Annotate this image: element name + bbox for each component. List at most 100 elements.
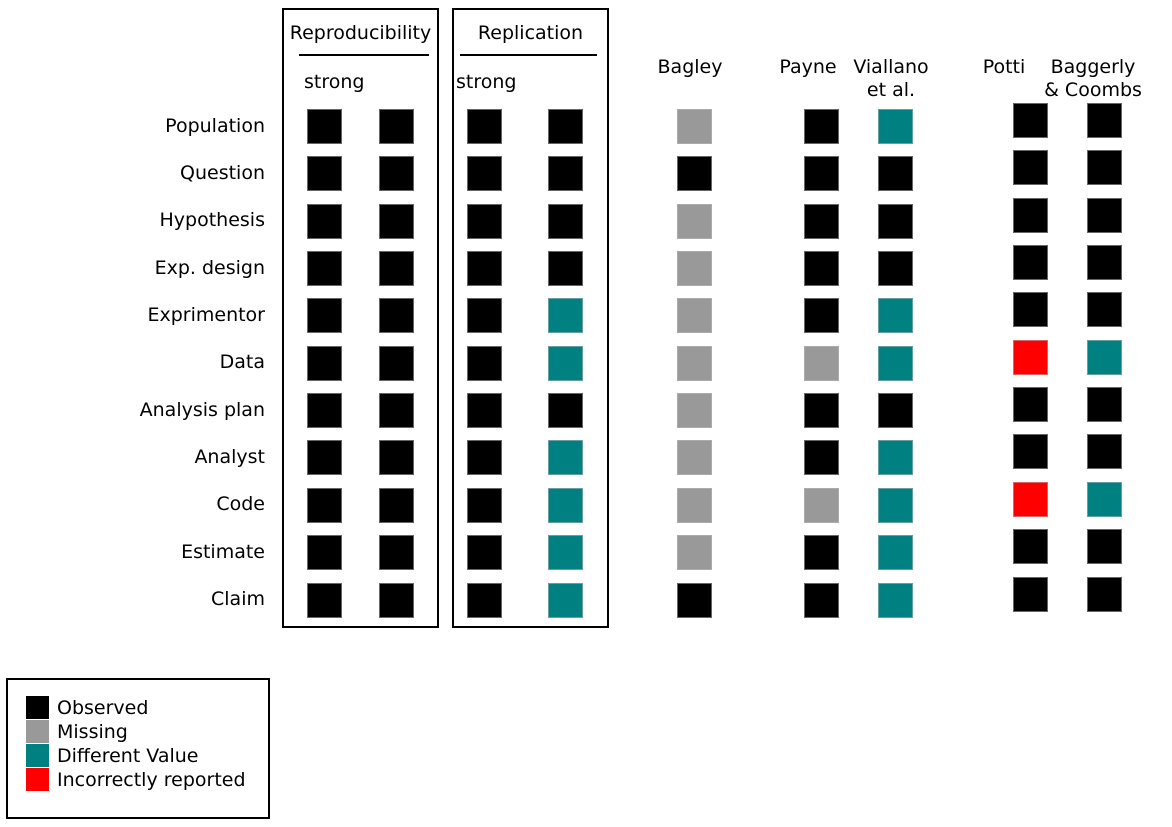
matrix-cell — [676, 203, 712, 239]
matrix-cell — [307, 487, 342, 523]
matrix-cell — [803, 109, 839, 144]
row-label: Data — [219, 351, 265, 374]
matrix-cell — [467, 582, 502, 618]
reproducibility-box: Reproducibility strong — [282, 8, 439, 628]
matrix-cell — [676, 251, 712, 287]
column-header-line: Baggerly — [1050, 56, 1136, 78]
matrix-cell — [307, 582, 342, 618]
matrix-cell — [1086, 481, 1122, 517]
matrix-cell — [803, 156, 839, 192]
row-label: Claim — [211, 587, 265, 610]
legend-swatch — [26, 768, 49, 791]
row-label: Population — [165, 114, 265, 137]
matrix-cell — [548, 393, 583, 429]
matrix-cell — [307, 156, 342, 192]
matrix-cell — [307, 203, 342, 239]
column-header-bagley: Bagley — [658, 56, 723, 79]
matrix-cell — [1013, 292, 1048, 328]
matrix-cell — [307, 251, 342, 287]
matrix-cell — [379, 440, 414, 476]
matrix-cell — [676, 109, 712, 144]
matrix-cell — [379, 156, 414, 192]
matrix-cell — [1013, 103, 1048, 138]
group-title: Reproducibility — [289, 22, 432, 44]
legend-label: Incorrectly reported — [57, 768, 246, 791]
matrix-cell — [676, 345, 712, 381]
matrix-cell — [803, 251, 839, 287]
group-strength-label: strong — [456, 71, 517, 93]
matrix-cell — [877, 109, 913, 144]
matrix-cell — [548, 298, 583, 334]
row-label: Exp. design — [154, 256, 265, 279]
legend-swatch — [26, 720, 49, 743]
matrix-cell — [676, 298, 712, 334]
matrix-cell — [803, 393, 839, 429]
matrix-cell — [1013, 529, 1048, 565]
matrix-cell — [1086, 150, 1122, 186]
column-header-potti: Potti — [983, 56, 1026, 79]
matrix-cell — [1086, 245, 1122, 281]
group-strength-label: strong — [304, 71, 365, 93]
matrix-cell — [803, 298, 839, 334]
row-label: Exprimentor — [147, 303, 265, 326]
matrix-cell — [877, 156, 913, 192]
legend-swatch — [26, 696, 49, 719]
matrix-cell — [1013, 387, 1048, 423]
matrix-cell — [467, 345, 502, 381]
matrix-cell — [1013, 197, 1048, 233]
matrix-cell — [467, 487, 502, 523]
matrix-cell — [1086, 292, 1122, 328]
matrix-cell — [307, 345, 342, 381]
matrix-cell — [803, 487, 839, 523]
matrix-cell — [803, 582, 839, 618]
matrix-cell — [1013, 245, 1048, 281]
matrix-cell — [1013, 434, 1048, 470]
matrix-cell — [467, 535, 502, 571]
legend-label: Different Value — [57, 744, 199, 767]
matrix-cell — [307, 535, 342, 571]
group-title-underline — [299, 54, 429, 56]
matrix-cell — [379, 251, 414, 287]
matrix-cell — [1086, 434, 1122, 470]
column-header-line: & Coombs — [1044, 79, 1142, 101]
legend-label: Observed — [57, 696, 149, 719]
matrix-cell — [676, 393, 712, 429]
matrix-cell — [379, 345, 414, 381]
matrix-cell — [379, 298, 414, 334]
matrix-cell — [467, 298, 502, 334]
matrix-cell — [467, 393, 502, 429]
matrix-cell — [877, 582, 913, 618]
matrix-cell — [803, 440, 839, 476]
matrix-cell — [803, 345, 839, 381]
column-header-line: et al. — [866, 79, 916, 101]
matrix-cell — [877, 203, 913, 239]
matrix-cell — [676, 487, 712, 523]
matrix-cell — [379, 487, 414, 523]
matrix-cell — [1086, 529, 1122, 565]
matrix-cell — [877, 535, 913, 571]
matrix-cell — [877, 393, 913, 429]
matrix-cell — [548, 203, 583, 239]
matrix-cell — [803, 203, 839, 239]
row-label: Code — [216, 493, 265, 516]
matrix-cell — [307, 109, 342, 144]
matrix-cell — [1086, 339, 1122, 375]
matrix-cell — [467, 440, 502, 476]
matrix-cell — [548, 440, 583, 476]
matrix-cell — [1086, 387, 1122, 423]
matrix-cell — [676, 582, 712, 618]
matrix-cell — [307, 440, 342, 476]
matrix-cell — [877, 298, 913, 334]
matrix-cell — [877, 440, 913, 476]
matrix-cell — [379, 109, 414, 144]
matrix-cell — [548, 582, 583, 618]
group-title-underline — [460, 54, 597, 56]
matrix-cell — [548, 345, 583, 381]
matrix-cell — [379, 535, 414, 571]
matrix-cell — [877, 345, 913, 381]
row-label: Question — [180, 161, 265, 184]
matrix-cell — [307, 393, 342, 429]
